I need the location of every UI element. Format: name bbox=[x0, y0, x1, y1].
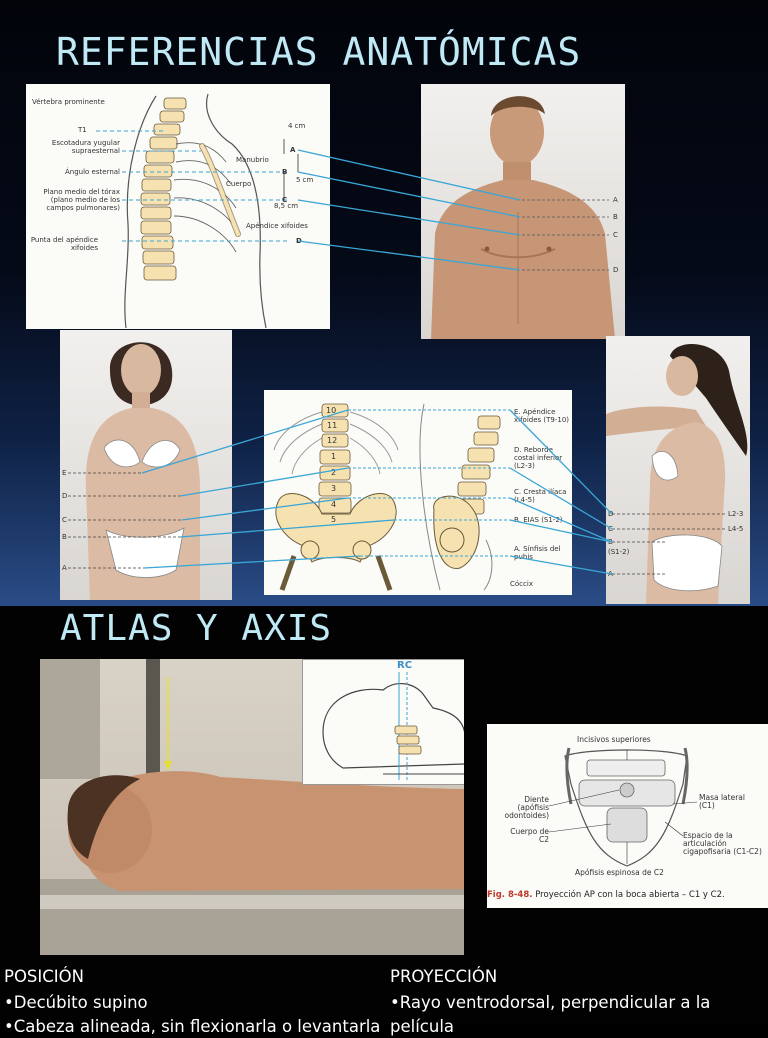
label-plano-medio: Plano medio del tórax (plano medio de lo… bbox=[43, 188, 120, 212]
label-letter-a: A bbox=[290, 146, 296, 154]
label-letter-c: C bbox=[282, 196, 288, 204]
male-figure bbox=[431, 96, 615, 339]
label-dist-5cm: 5 cm bbox=[296, 176, 314, 184]
female-front-figure bbox=[68, 342, 200, 600]
label-diente: Diente (apófisis odontoides) bbox=[504, 795, 549, 820]
label-dist-4cm: 4 cm bbox=[288, 122, 306, 130]
patient-figure bbox=[40, 659, 464, 955]
label-espacio: Espacio de la articulación cigapofisaria… bbox=[683, 831, 762, 856]
label-dist-85cm: 8,5 cm bbox=[274, 202, 299, 210]
label-cuerpo: Cuerpo bbox=[226, 180, 252, 188]
atlas-axis-drawing bbox=[548, 747, 698, 867]
rc-label: RC bbox=[397, 660, 413, 671]
vertebra-number-2: 2 bbox=[331, 468, 337, 477]
vertebra-number-11: 11 bbox=[327, 421, 338, 430]
male-letter-d: D bbox=[613, 266, 619, 274]
slide-2: ATLAS Y AXIS bbox=[0, 606, 768, 1036]
figure-text: Proyección AP con la boca abierta – C1 y… bbox=[535, 890, 725, 900]
thorax-diagram: Vértebra prominente T1 Escotadura yugula… bbox=[26, 84, 330, 329]
vertebra-number-12: 12 bbox=[327, 436, 338, 445]
thorax-drawing bbox=[96, 93, 299, 329]
label-c-cresta: C. Cresta ilíaca (L4-5) bbox=[514, 488, 567, 504]
pelvis-diagram: 10 11 12 1 2 3 4 5 E. Apéndice xifoides … bbox=[264, 390, 572, 595]
vertebra-number-1: 1 bbox=[331, 452, 337, 461]
female-front-letter-d: D bbox=[62, 492, 68, 500]
female-front-letter-a: A bbox=[62, 564, 67, 572]
label-masa-lateral: Masa lateral (C1) bbox=[699, 793, 745, 810]
vertebra-number-10: 10 bbox=[326, 406, 337, 415]
label-punta-xifoides: Punta del apéndice xifoides bbox=[30, 236, 98, 252]
label-b-eias: B. EIAS (S1-2) bbox=[514, 516, 563, 524]
female-side-l45: L4-5 bbox=[728, 525, 744, 533]
male-letter-c: C bbox=[613, 231, 618, 239]
label-coccix: Cóccix bbox=[510, 580, 533, 588]
posicion-line-2: •Cabeza alineada, sin flexionarla o leva… bbox=[4, 1017, 381, 1036]
figure-number: Fig. 8-48. bbox=[487, 890, 533, 900]
female-front-letter-e: E bbox=[62, 469, 67, 477]
vertebra-number-5: 5 bbox=[331, 515, 337, 524]
vertebra-number-4: 4 bbox=[331, 500, 337, 509]
label-cuerpo-c2: Cuerpo de C2 bbox=[510, 827, 549, 844]
slide-2-title: ATLAS Y AXIS bbox=[60, 608, 333, 649]
female-side-figure bbox=[606, 344, 748, 604]
rc-head-drawing bbox=[322, 672, 464, 780]
female-side-s12: (S1-2) bbox=[608, 548, 630, 556]
female-side-l23: L2-3 bbox=[728, 510, 744, 518]
label-manubrio: Manubrio bbox=[236, 156, 269, 164]
female-front-letter-b: B bbox=[62, 533, 67, 541]
proyeccion-line-2: película bbox=[390, 1017, 455, 1036]
label-vertebra-prominente: Vértebra prominente bbox=[32, 98, 105, 106]
label-e-xifoides: E. Apéndice xifoides (T9-10) bbox=[514, 408, 570, 424]
label-t1: T1 bbox=[78, 126, 87, 134]
label-angulo-esternal: Ángulo esternal bbox=[65, 168, 120, 176]
label-letter-b: B bbox=[282, 168, 288, 176]
slide-1: REFERENCIAS ANATÓMICAS bbox=[0, 0, 768, 606]
slide-1-title: REFERENCIAS ANATÓMICAS bbox=[56, 30, 582, 74]
posicion-header: POSICIÓN bbox=[4, 967, 84, 986]
label-a-sinfisis: A. Sínfisis del pubis bbox=[514, 545, 561, 561]
atlas-axis-diagram: Incisivos superiores Diente (apófisis od… bbox=[487, 724, 768, 908]
female-side-photo: D C B (S1-2) A L2-3 L4-5 bbox=[606, 336, 750, 604]
label-escotadura: Escotadura yugular supraesternal bbox=[51, 139, 120, 155]
female-front-photo: E D C B A bbox=[60, 330, 232, 600]
pelvis-drawing bbox=[273, 403, 510, 591]
figure-caption: Fig. 8-48. Proyección AP con la boca abi… bbox=[487, 890, 725, 900]
label-apofisis-espinosa: Apófisis espinosa de C2 bbox=[575, 868, 664, 877]
label-apendice-xifoides: Apéndice xifoides bbox=[246, 222, 308, 230]
male-letter-a: A bbox=[613, 196, 618, 204]
connector-lines bbox=[141, 149, 613, 575]
rc-inset-diagram: RC bbox=[302, 659, 464, 785]
male-letter-b: B bbox=[613, 213, 618, 221]
female-front-letter-c: C bbox=[62, 516, 67, 524]
female-side-letter-d: D bbox=[608, 510, 614, 518]
posicion-line-1: •Decúbito supino bbox=[4, 993, 148, 1012]
label-d-reborde: D. Reborde costal inferior (L2-3) bbox=[514, 446, 563, 470]
male-torso-photo: A B C D bbox=[421, 84, 625, 339]
vertebra-number-3: 3 bbox=[331, 484, 337, 493]
label-incisivos: Incisivos superiores bbox=[577, 735, 651, 744]
proyeccion-header: PROYECCIÓN bbox=[390, 967, 498, 986]
female-side-letter-c: C bbox=[608, 525, 613, 533]
proyeccion-line-1: •Rayo ventrodorsal, perpendicular a la bbox=[390, 993, 711, 1012]
patient-supine-photo: RC bbox=[40, 659, 464, 955]
